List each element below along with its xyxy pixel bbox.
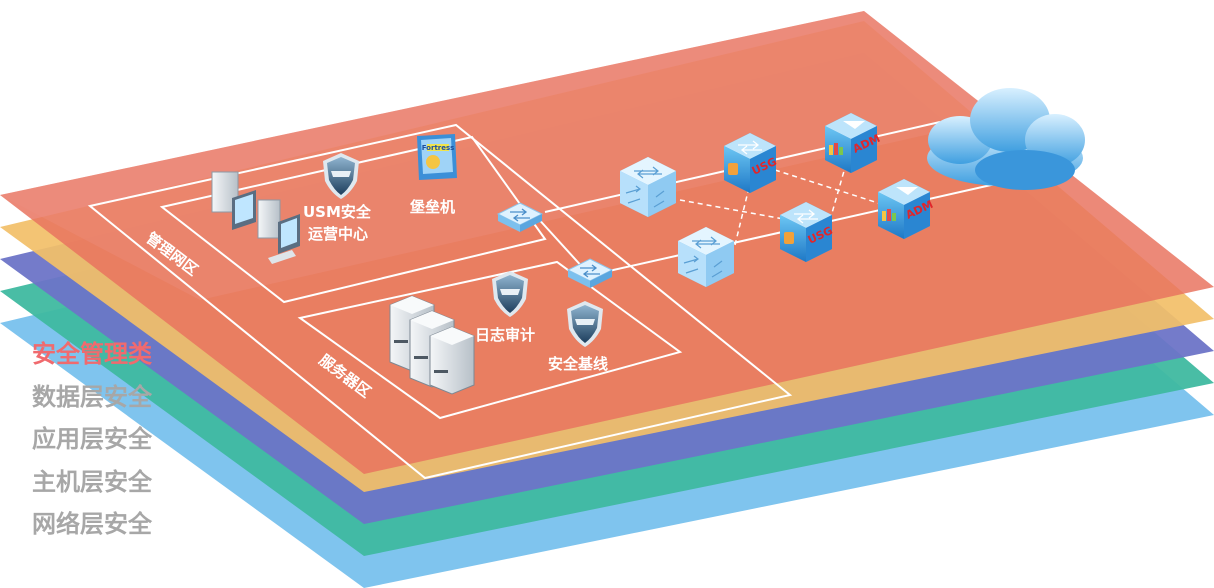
log-audit-label: 日志审计	[475, 326, 535, 344]
usm-label-line2: 运营中心	[308, 225, 368, 243]
legend-item: 安全管理类	[32, 340, 152, 368]
layer-legend: 安全管理类数据层安全应用层安全主机层安全网络层安全	[32, 333, 152, 546]
usg-bottom-firewall: USG	[780, 202, 835, 262]
server-stack-icon	[389, 295, 475, 395]
adm-top-device: ADM	[825, 113, 882, 173]
cloud-icon	[927, 88, 1085, 190]
link-cross-2	[734, 174, 753, 246]
link-cross-4	[829, 149, 851, 221]
layer-management-highlight	[0, 11, 1000, 300]
baseline-label: 安全基线	[548, 355, 608, 373]
usm-label-line1: USM安全	[303, 203, 372, 221]
server-zone-border	[297, 260, 683, 420]
management-zone-border	[159, 135, 547, 304]
adm-bottom-device: ADM	[878, 179, 935, 239]
usg-top-firewall: USG	[724, 133, 779, 193]
legend-item: 数据层安全	[32, 382, 152, 411]
link-zone-connector	[534, 214, 586, 271]
outer-zone-border	[87, 123, 793, 480]
layer-management	[0, 11, 1214, 474]
workstation-icon	[211, 171, 300, 264]
legend-item: 网络层安全	[32, 510, 152, 538]
fortress-box-icon: Fortress	[417, 134, 457, 180]
bastion-label: 堡垒机	[410, 198, 455, 216]
legend-item: 应用层安全	[32, 425, 152, 453]
legend-item: 主机层安全	[32, 467, 152, 496]
fortress-box-label: Fortress	[422, 144, 455, 152]
